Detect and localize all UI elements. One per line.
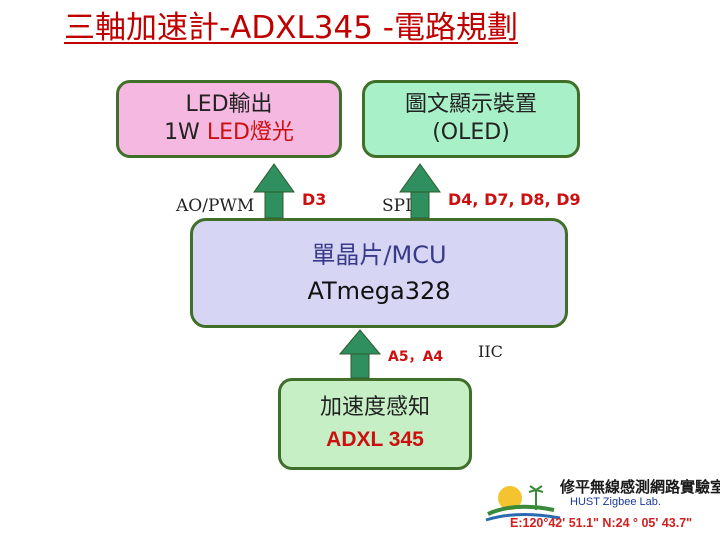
mcu-label: 單晶片/MCU	[311, 241, 447, 269]
i2c-pins-label: A5，A4	[388, 349, 444, 365]
led-output-block: LED輸出 1W LED燈光	[116, 80, 342, 158]
mcu-block: 單晶片/MCU ATmega328	[190, 218, 568, 328]
ao-pwm-label: AO/PWM	[176, 196, 255, 216]
oled-abbrev-label: (OLED)	[432, 120, 510, 145]
led-output-label: LED輸出	[185, 92, 273, 117]
oled-display-block: 圖文顯示裝置 (OLED)	[362, 80, 580, 158]
mcu-model-label: ATmega328	[307, 277, 451, 305]
iic-label: IIC	[478, 342, 503, 361]
lab-coordinates: E:120°42' 51.1" N:24 ° 05' 43.7"	[510, 516, 693, 530]
led-power-text: 1W	[164, 120, 207, 145]
accelerometer-model-label: ADXL 345	[326, 428, 424, 451]
lab-name: 修平無線感測網路實驗室	[560, 478, 720, 496]
oled-display-label: 圖文顯示裝置	[404, 92, 537, 117]
arrow-sensor-to-mcu	[338, 329, 382, 379]
accelerometer-block: 加速度感知 ADXL 345	[278, 378, 472, 470]
lab-logo-icon	[485, 485, 561, 522]
led-light-label: 1W LED燈光	[164, 119, 294, 147]
lab-logo: 修平無線感測網路實驗室 HUST Zigbee Lab. E:120°42' 5…	[484, 474, 720, 540]
spi-label: SPI	[382, 196, 412, 216]
arrow-mcu-to-led	[253, 163, 295, 219]
accelerometer-label: 加速度感知	[319, 395, 430, 420]
oled-pins-label: D4, D7, D8, D9	[448, 190, 581, 209]
lab-subtitle: HUST Zigbee Lab.	[570, 496, 661, 508]
d3-pin-label: D3	[302, 190, 327, 209]
arrow-mcu-to-oled	[399, 163, 441, 219]
page-title: 三軸加速計-ADXL345 -電路規劃	[64, 10, 518, 46]
led-light-text: LED燈光	[206, 120, 294, 145]
